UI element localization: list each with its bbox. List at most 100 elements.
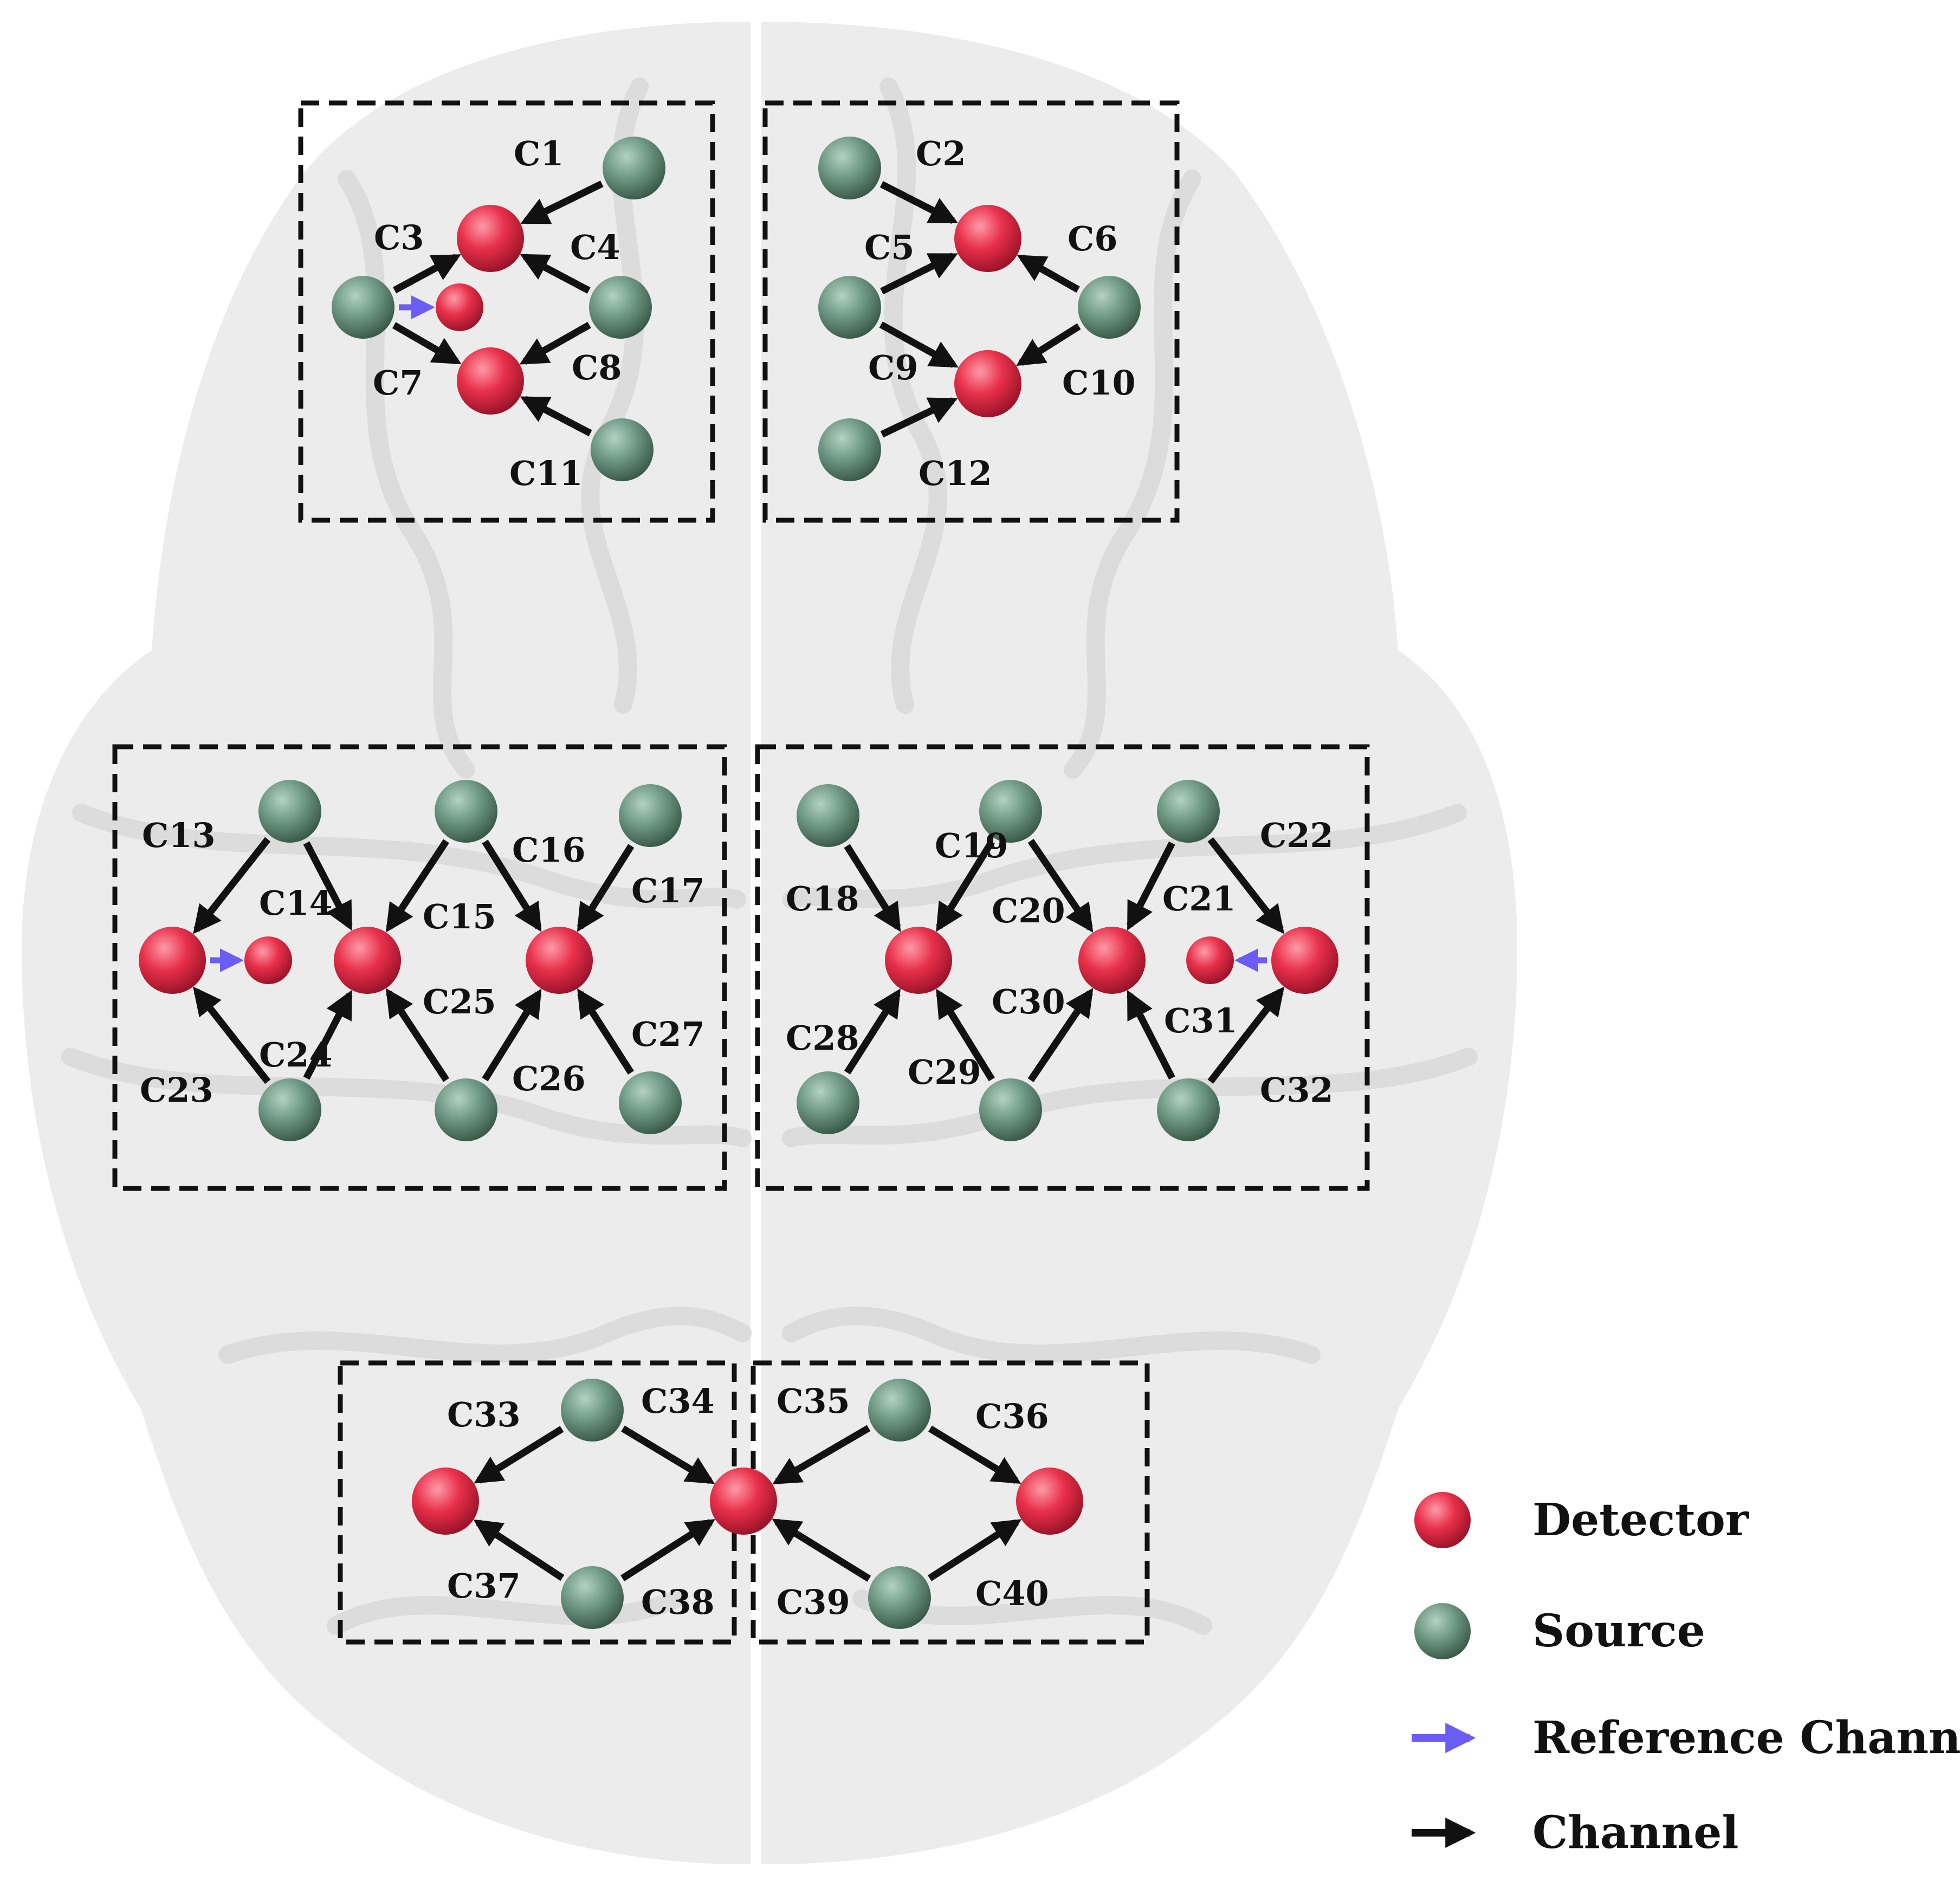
- channel-arrow: [1016, 323, 1081, 366]
- channel-label: C17: [631, 871, 705, 910]
- legend-detector-marker: [1414, 1492, 1471, 1548]
- channel-arrow: [880, 253, 958, 295]
- channel-label: C6: [1068, 219, 1118, 258]
- channel-arrow: [936, 839, 995, 932]
- channel-label: C4: [570, 228, 620, 267]
- channel-arrow: [473, 1519, 565, 1581]
- source-optode: [435, 780, 497, 843]
- channel-label: C10: [1062, 363, 1136, 403]
- channel-arrow: [1207, 986, 1285, 1084]
- source-optode: [818, 276, 881, 339]
- channel-arrow: [482, 988, 542, 1082]
- legend: Detector Source Reference Channel Channe…: [1412, 1492, 1960, 1859]
- channel-label: C38: [641, 1582, 715, 1622]
- source-optode: [818, 137, 881, 199]
- channel-arrow: [520, 396, 592, 437]
- detector-optode: [526, 927, 593, 994]
- channel-label: C31: [1164, 1001, 1238, 1040]
- detector-optode: [1078, 927, 1146, 994]
- channel-arrow: [936, 988, 995, 1082]
- source-optode: [258, 780, 321, 843]
- detector-optode: [710, 1468, 777, 1535]
- detector-optode: [457, 205, 524, 272]
- source-optode: [868, 1566, 931, 1629]
- detector-optode: [1016, 1468, 1083, 1535]
- source-optode: [979, 780, 1042, 843]
- channel-arrow: [928, 1425, 1021, 1484]
- channel-arrow: [1017, 254, 1080, 293]
- region-box-right-central: [755, 744, 1370, 1191]
- legend-reference-label: Reference Channel: [1532, 1712, 1960, 1764]
- channel-arrow: [577, 844, 635, 932]
- detector-optode: [139, 927, 206, 994]
- channel-arrow: [1126, 990, 1175, 1080]
- channel-label: C39: [777, 1582, 850, 1622]
- detector-optode: [954, 350, 1021, 417]
- channel-arrow: [193, 837, 271, 934]
- channel-label: C13: [142, 816, 216, 855]
- channel-label: C40: [975, 1574, 1049, 1613]
- source-optode: [561, 1566, 624, 1629]
- channel-label: C33: [447, 1395, 521, 1434]
- source-optode: [979, 1078, 1042, 1141]
- detector-optode: [1271, 927, 1338, 994]
- region-boxes: [112, 100, 1370, 1645]
- detector-optode: [457, 347, 524, 415]
- channel-arrow: [520, 253, 591, 294]
- legend-detector-label: Detector: [1532, 1494, 1750, 1546]
- source-optode: [561, 1379, 624, 1442]
- channel-label: C26: [512, 1059, 586, 1098]
- channel-label: C14: [259, 883, 333, 923]
- channel-arrow: [879, 181, 959, 224]
- channel-label: C37: [447, 1566, 521, 1606]
- source-optode: [435, 1078, 497, 1141]
- source-optode: [591, 418, 654, 481]
- detector-optode: [334, 927, 401, 994]
- source-optode: [258, 1078, 321, 1141]
- channel-label: C19: [935, 826, 1008, 865]
- source-optode: [332, 276, 394, 339]
- reference-detector-optode: [244, 936, 292, 984]
- channel-label: C35: [777, 1381, 850, 1421]
- channel-arrow: [844, 844, 901, 932]
- channel-arrow: [392, 322, 462, 365]
- channel-label: C32: [1260, 1070, 1334, 1110]
- channel-arrows: [193, 180, 1285, 1582]
- region-box-right-frontal: [762, 100, 1180, 523]
- source-optode: [797, 784, 859, 847]
- reference-detector-optode: [436, 283, 483, 331]
- channel-arrow: [392, 254, 461, 294]
- channel-label: C15: [423, 897, 496, 936]
- channel-arrow: [520, 180, 604, 225]
- source-optode: [589, 276, 652, 339]
- region-box-left-frontal: [298, 100, 715, 523]
- source-optode: [818, 418, 881, 481]
- channel-arrow: [303, 841, 353, 931]
- channel-arrow: [1027, 838, 1094, 933]
- channel-arrow: [474, 1426, 564, 1484]
- channel-arrow: [772, 1425, 871, 1485]
- channel-label: C20: [992, 891, 1065, 930]
- source-optode: [868, 1379, 931, 1442]
- channel-arrow: [772, 1518, 871, 1582]
- channel-label: C16: [512, 830, 586, 870]
- channel-arrow: [620, 1519, 716, 1581]
- channel-arrow: [844, 988, 901, 1075]
- source-optode: [1157, 1078, 1220, 1141]
- channel-label: C28: [786, 1018, 859, 1058]
- channel-label: C9: [868, 348, 918, 387]
- channel-label: C11: [509, 454, 583, 493]
- channel-label: C12: [918, 454, 992, 493]
- channel-label: C29: [908, 1052, 981, 1092]
- channel-label: C2: [916, 134, 966, 173]
- channel-label: C18: [786, 879, 859, 919]
- channel-label: C21: [1162, 879, 1236, 919]
- channel-label: C30: [992, 982, 1065, 1022]
- channel-label: C24: [259, 1035, 333, 1075]
- channel-label: C8: [572, 348, 622, 387]
- channel-label: C23: [140, 1070, 214, 1110]
- detector-optode: [412, 1468, 479, 1535]
- channel-label: C3: [374, 218, 424, 257]
- channel-label: C34: [641, 1381, 715, 1421]
